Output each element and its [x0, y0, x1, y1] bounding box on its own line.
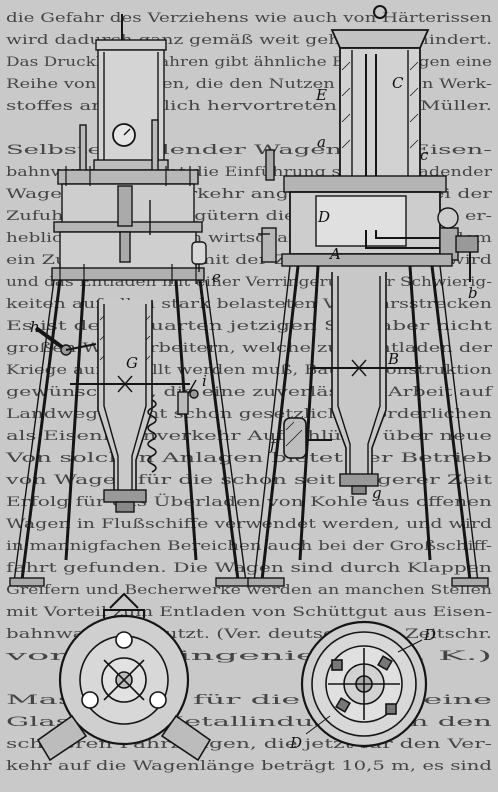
background-text-line: keiten auf allen stark belasteten Verkeh…	[6, 297, 493, 312]
background-text-line: kehr auf die Wagenlänge beträgt 10,5 m, …	[6, 759, 492, 774]
figure-labels: a b c e f g h i A B C D E G D D	[30, 74, 478, 752]
label-g: g	[372, 484, 382, 502]
label-c: c	[420, 146, 429, 164]
background-text-line: Wagen in Flußschiffe verwendet werden, u…	[6, 517, 492, 532]
label-E: E	[315, 86, 327, 104]
right-section-drawing	[247, 5, 489, 587]
background-text-line: gewünscht ist, die eine zuverlässige Arb…	[6, 385, 494, 400]
background-text-line: als Eisenbahnverkehr Aufschlüsse über ne…	[6, 429, 492, 444]
label-b: b	[468, 284, 478, 302]
plan-view-left	[36, 592, 212, 762]
background-text-line: fahrt gefunden. Die Wagen sind durch Kla…	[6, 561, 493, 576]
label-B: B	[387, 350, 399, 368]
background-text-line: die Gefahr des Verziehens wie auch von H…	[6, 11, 493, 26]
label-i: i	[202, 372, 207, 390]
background-text-line: von Wagen für die schon seit längerer Ze…	[4, 473, 493, 488]
background-text-line: mit Vorteil zum Entladen von Schüttgut a…	[6, 605, 492, 620]
background-text-line: Es ist den Bauarten jetzigen Stils aber …	[6, 319, 493, 334]
label-D-top: D	[423, 626, 436, 644]
background-text-line: in mannigfachen Bereichen auch bei der G…	[6, 539, 492, 554]
background-text-line: Greifern und Becherwerke werden an manch…	[6, 583, 493, 598]
label-A: A	[328, 245, 341, 263]
label-D: D	[317, 208, 330, 226]
label-G: G	[126, 354, 138, 372]
label-e: e	[212, 268, 221, 286]
label-D-bottom: D	[289, 734, 302, 752]
left-elevation-drawing	[9, 14, 251, 587]
plan-view-right	[300, 620, 428, 748]
label-a: a	[317, 133, 326, 151]
background-text-line: Erfolg für das Überladen von Kohle aus o…	[6, 493, 493, 510]
label-f: f	[269, 436, 278, 454]
label-h: h	[30, 318, 40, 336]
label-C: C	[392, 74, 404, 92]
background-text-line: Von solchen Anlagen bietet der Betrieb	[4, 451, 492, 466]
